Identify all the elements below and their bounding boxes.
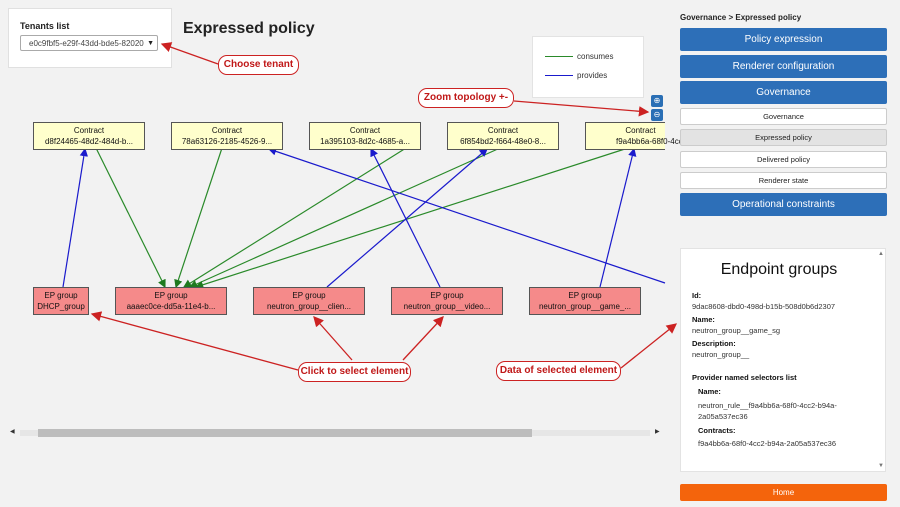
edge-provides [599,147,637,288]
node-name: 78a63126-2185-4526-9... [181,137,273,146]
node-name: aaaec0ce-dd5a-11e4-b... [126,302,216,311]
node-name: 1a395103-8d2c-4685-a... [320,137,410,146]
legend-consumes-label: consumes [577,52,614,61]
breadcrumb: Governance > Expressed policy [680,13,802,22]
node-type: Contract [487,126,519,135]
scroll-up-icon[interactable]: ▲ [878,251,884,257]
home-button[interactable]: Home [680,484,887,501]
node-type: EP group [292,291,326,300]
edge-provides [370,147,441,288]
zoom-out-button[interactable]: ⊖ [651,109,663,121]
zoom-out-icon: ⊖ [653,110,661,119]
node-name: DHCP_group [37,302,85,311]
edge-provides [326,148,488,288]
topology-edges [62,147,666,289]
scroll-thumb[interactable] [38,429,532,437]
name-label: Name: [692,315,715,324]
name-value: neutron_group__game_sg [692,326,780,335]
edge-consumes [95,147,166,289]
legend-consumes: consumes [545,52,613,61]
node-type: Contract [211,126,243,135]
zoom-in-icon: ⊕ [653,96,661,105]
contract-node[interactable]: Contract 1a395103-8d2c-4685-a... [309,122,421,150]
scroll-right-icon[interactable]: ▶ [655,429,660,435]
node-type: EP group [568,291,602,300]
callout-zoom-topology: Zoom topology +- [418,88,514,108]
legend-provides-label: provides [577,71,608,80]
tenant-select-value: e0c9fbf5-e29f-43dd-bde5-82020 [29,39,144,48]
horizontal-scrollbar[interactable]: ◀ ▶ [8,428,662,437]
contract-node[interactable]: Contract d8f24465-48d2-484d-b... [33,122,145,150]
callout-click-select: Click to select element [298,362,411,382]
scroll-left-icon[interactable]: ◀ [10,429,15,435]
ep-group-node[interactable]: EP group neutron_group__game_... [529,287,641,315]
callout-data-selected: Data of selected element [496,361,621,381]
callout-choose-tenant: Choose tenant [218,55,299,75]
node-name: neutron_group__game_... [538,302,632,311]
description-value: neutron_group__ [692,350,750,359]
node-type: Contract [349,126,381,135]
edge-provides [267,147,666,284]
provider-name-value-1: neutron_rule__f9a4bb6a-68f0-4cc2-b94a- [698,401,837,410]
delivered-policy-subitem[interactable]: Delivered policy [680,151,887,168]
scroll-down-icon[interactable]: ▼ [878,463,884,469]
node-name: neutron_group__clien... [266,302,352,311]
policy-expression-button[interactable]: Policy expression [680,28,887,51]
renderer-state-subitem[interactable]: Renderer state [680,172,887,189]
contract-node[interactable]: Contract 6f854bd2-f664-48e0-8... [447,122,559,150]
contracts-label: Contracts: [698,426,736,435]
node-name: 6f854bd2-f664-48e0-8... [460,137,546,146]
node-name: d8f24465-48d2-484d-b... [44,137,134,146]
ep-group-node[interactable]: EP group aaaec0ce-dd5a-11e4-b... [115,287,227,315]
provider-selectors-label: Provider named selectors list [692,373,797,382]
governance-button[interactable]: Governance [680,81,887,104]
page-title: Expressed policy [183,20,315,37]
legend-provides: provides [545,71,607,80]
edge-consumes [194,147,629,289]
node-name: f9a4bb6a-68f0-4cc [616,137,683,146]
detail-panel: Endpoint groups Id: 9dac8608-dbd0-498d-b… [680,248,886,472]
detail-title: Endpoint groups [720,261,838,278]
chevron-down-icon: ▼ [147,40,154,47]
contract-node[interactable]: Contract 78a63126-2185-4526-9... [171,122,283,150]
edge-consumes [174,147,223,289]
edge-provides [62,147,89,288]
node-type: Contract [73,126,105,135]
zoom-in-button[interactable]: ⊕ [651,95,663,107]
edge-consumes [188,147,501,288]
node-type: Contract [625,126,656,135]
detail-scrollbar[interactable]: ▲ ▼ [877,249,885,471]
expressed-policy-subitem[interactable]: Expressed policy [680,129,887,146]
legend: consumes provides [532,36,644,98]
contracts-value: f9a4bb6a-68f0-4cc2-b94a-2a05a537ec36 [698,439,837,448]
edge-consumes [182,147,407,288]
id-label: Id: [692,291,702,300]
node-type: EP group [44,291,78,300]
ep-group-node[interactable]: EP group neutron_group__clien... [253,287,365,315]
consumes-line-icon [545,56,573,58]
governance-subitem[interactable]: Governance [680,108,887,125]
node-type: EP group [154,291,188,300]
tenants-label: Tenants list [20,21,70,31]
renderer-configuration-button[interactable]: Renderer configuration [680,55,887,78]
provider-name-label: Name: [698,387,721,396]
provider-name-value-2: 2a05a537ec36 [698,412,748,421]
contract-node[interactable]: Contract f9a4bb6a-68f0-4cc [585,122,683,150]
tenant-select[interactable]: e0c9fbf5-e29f-43dd-bde5-82020 ▼ [20,35,158,51]
tenants-panel: Tenants list e0c9fbf5-e29f-43dd-bde5-820… [8,8,172,68]
provides-line-icon [545,75,573,77]
operational-constraints-button[interactable]: Operational constraints [680,193,887,216]
node-type: EP group [430,291,464,300]
node-name: neutron_group__video... [403,302,491,311]
ep-group-node[interactable]: EP group neutron_group__video... [391,287,503,315]
description-label: Description: [692,339,736,348]
id-value: 9dac8608-dbd0-498d-b15b-508d0b6d2307 [692,302,836,311]
